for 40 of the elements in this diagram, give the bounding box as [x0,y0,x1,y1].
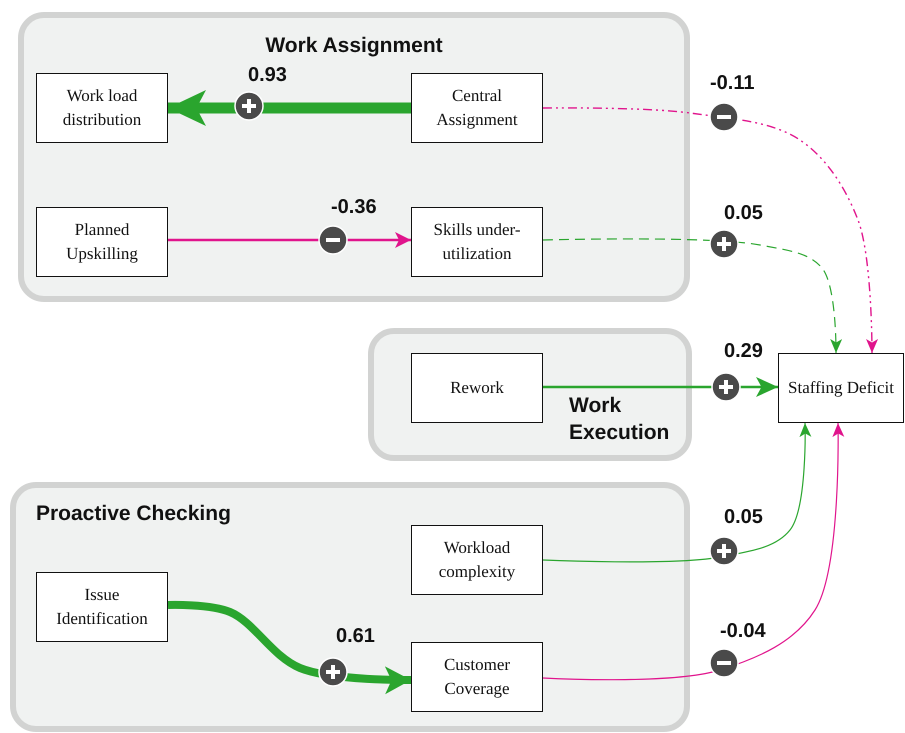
group-title: Proactive Checking [36,501,231,527]
factor-box [411,525,543,595]
group-panel [368,328,692,461]
factor-label: Workload complexity [438,537,516,583]
factor-box [411,642,543,712]
factor-label: Planned Upskilling [65,219,139,265]
factor-box [411,207,543,277]
dashed-arrow [542,238,842,353]
factor-label: Issue Identification [55,584,149,630]
factor-box [411,353,543,423]
edge-label: 0.05 [724,506,763,529]
factor-label: Skills under-utilization [432,219,522,265]
arrow [542,422,812,562]
group-panel [18,12,690,302]
factor-label: Rework [450,377,504,400]
arrow [542,423,844,680]
edge-label: -0.36 [331,196,377,219]
factor-box [411,73,543,143]
edge-label: 0.29 [724,340,763,363]
factor-box [36,73,168,143]
factor-label: Central Assignment [435,85,519,131]
factor-label: Customer Coverage [442,654,512,700]
arrow [168,600,412,694]
arrow [168,90,411,126]
group-title: Work Assignment [264,33,444,59]
group-panel [10,482,690,732]
factor-box [36,572,168,642]
group-title: Work Execution [569,393,670,446]
arrow [168,232,411,248]
dashed-arrow [543,107,878,353]
edge-label: 0.93 [248,64,287,87]
arrow [543,377,778,397]
edge-label: 0.61 [336,625,375,648]
edge-label: -0.11 [710,72,754,95]
edge-label: -0.04 [720,620,766,643]
factor-label: Staffing Deficit [788,377,894,400]
factor-label: Work load distribution [62,85,142,131]
edge-label: 0.05 [724,202,763,225]
factor-box [36,207,168,277]
factor-box [778,353,904,423]
